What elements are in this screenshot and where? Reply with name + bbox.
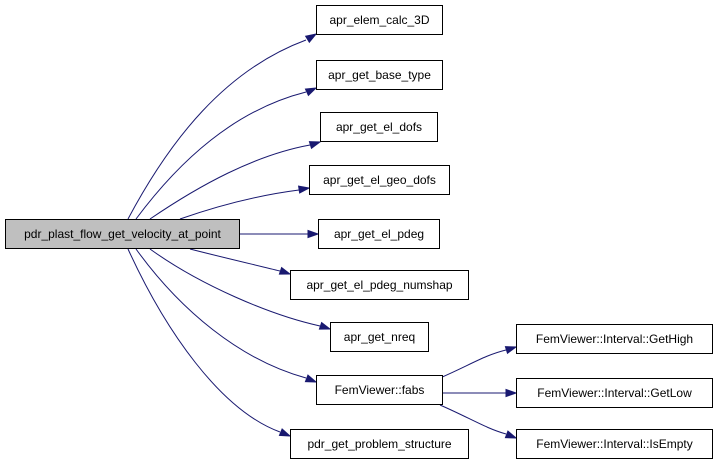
- node-femviewer-fabs[interactable]: FemViewer::fabs: [316, 375, 443, 405]
- node-pdr-get-problem-structure[interactable]: pdr_get_problem_structure: [290, 429, 469, 459]
- node-pdr-plast-flow-get-velocity-at-point[interactable]: pdr_plast_flow_get_velocity_at_point: [5, 219, 240, 249]
- edge-fabs-to-gethigh: [439, 349, 507, 379]
- node-apr-get-el-pdeg-numshap[interactable]: apr_get_el_pdeg_numshap: [290, 270, 469, 300]
- edge-to-apr-get-el-geo-dofs: [179, 189, 300, 220]
- edge-to-apr-get-el-dofs-arrowhead: [308, 141, 322, 150]
- edge-to-apr-get-el-geo-dofs-arrowhead: [297, 185, 311, 194]
- node-femviewer-interval-getlow[interactable]: FemViewer::Interval::GetLow: [516, 378, 713, 408]
- edge-to-apr-elem-calc-3d: [127, 39, 307, 220]
- edge-to-apr-get-nreq-arrowhead: [318, 321, 332, 330]
- node-femviewer-interval-gethigh[interactable]: FemViewer::Interval::GetHigh: [516, 324, 713, 354]
- node-apr-get-base-type[interactable]: apr_get_base_type: [316, 60, 443, 90]
- edge-fabs-to-isempty: [439, 404, 507, 435]
- edge-to-pdr-get-problem-structure: [127, 248, 281, 433]
- edge-fabs-to-isempty-arrowhead: [504, 430, 518, 439]
- edge-to-apr-get-el-pdeg-arrowhead: [307, 229, 320, 239]
- node-apr-get-el-geo-dofs[interactable]: apr_get_el_geo_dofs: [309, 165, 450, 195]
- edge-to-apr-get-nreq: [149, 248, 321, 327]
- edge-to-apr-get-el-pdeg-numshap: [189, 248, 281, 272]
- edge-to-apr-get-base-type: [135, 91, 307, 220]
- node-apr-get-nreq[interactable]: apr_get_nreq: [330, 322, 429, 352]
- node-apr-get-el-pdeg[interactable]: apr_get_el_pdeg: [318, 219, 440, 249]
- node-femviewer-interval-isempty[interactable]: FemViewer::Interval::IsEmpty: [516, 429, 713, 459]
- edge-to-femviewer-fabs: [135, 248, 307, 379]
- edge-to-pdr-get-problem-structure-arrowhead: [278, 428, 292, 437]
- node-apr-elem-calc-3d[interactable]: apr_elem_calc_3D: [316, 5, 443, 35]
- edge-fabs-to-gethigh-arrowhead: [504, 346, 518, 355]
- edge-to-apr-elem-calc-3d-arrowhead: [304, 33, 318, 44]
- edge-to-apr-get-el-dofs: [149, 144, 311, 220]
- edge-to-apr-get-base-type-arrowhead: [304, 87, 318, 97]
- edge-to-femviewer-fabs-arrowhead: [304, 374, 318, 383]
- node-apr-get-el-dofs[interactable]: apr_get_el_dofs: [320, 112, 438, 142]
- edge-fabs-to-getlow-arrowhead: [505, 388, 518, 398]
- edge-to-apr-get-el-pdeg-numshap-arrowhead: [278, 266, 292, 275]
